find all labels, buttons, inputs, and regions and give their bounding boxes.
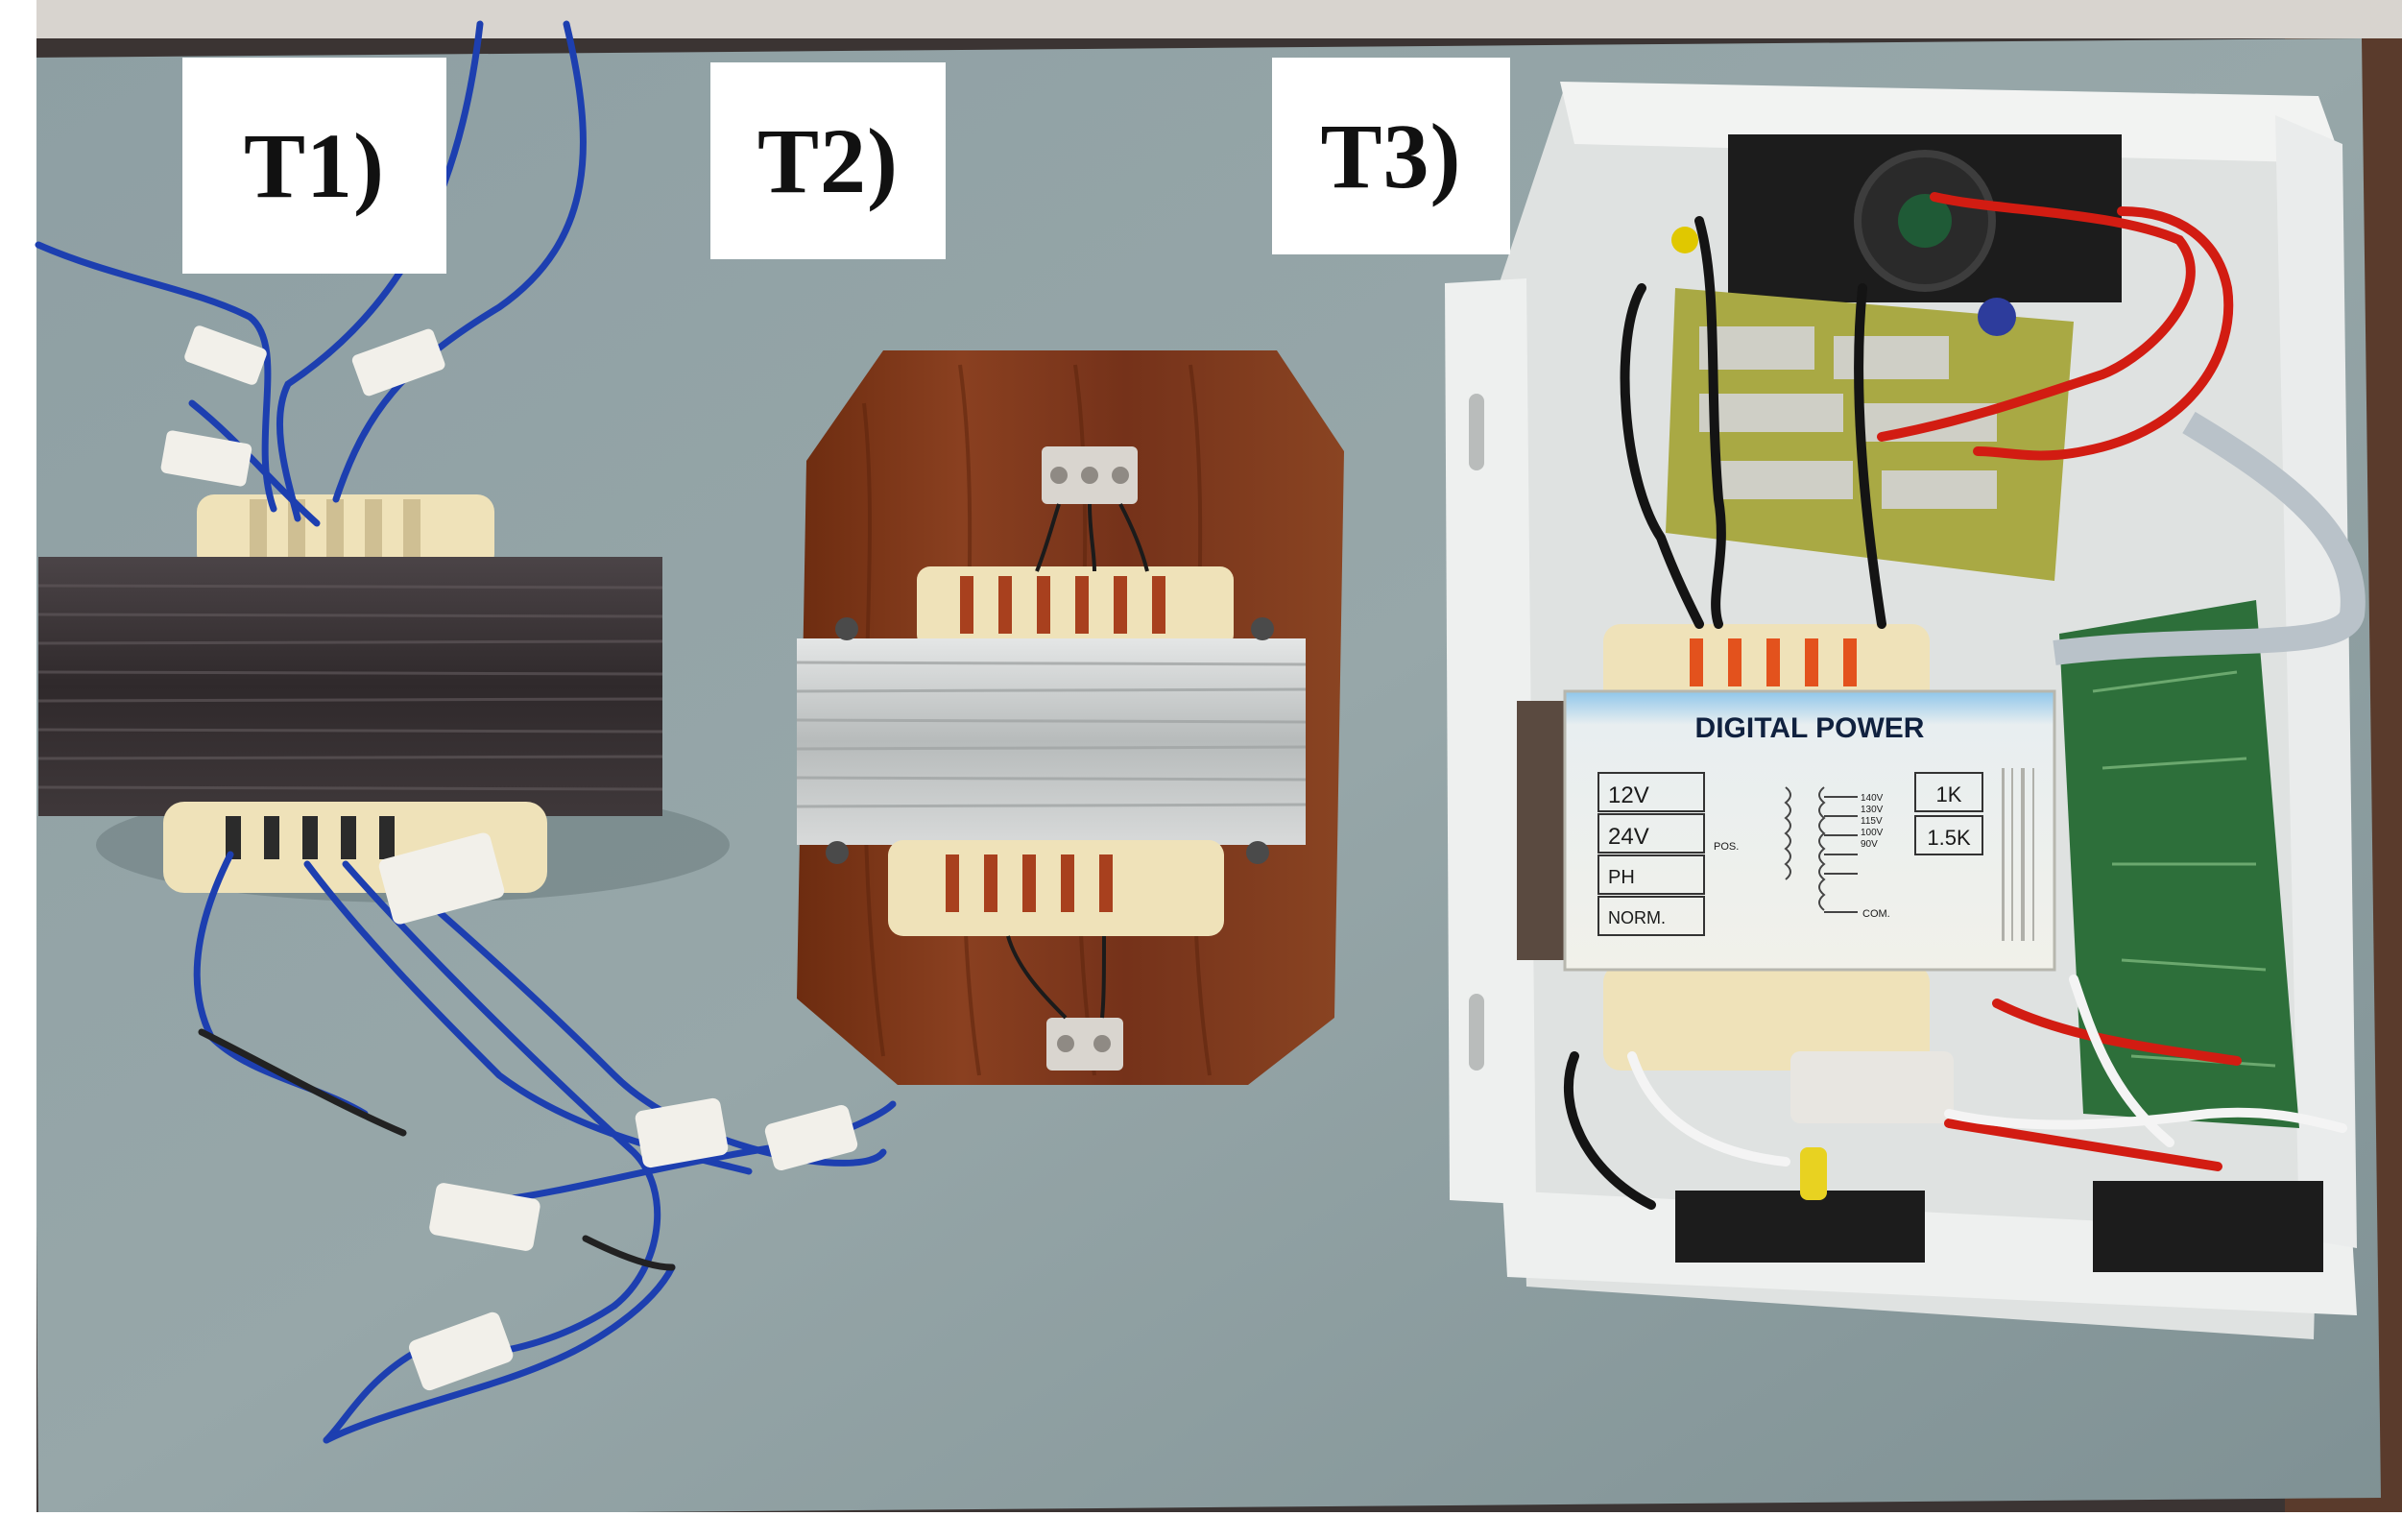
nameplate-tap-140: 140V [1861, 793, 1884, 804]
nameplate-pos: POS. [1714, 841, 1739, 853]
label-t3: T3) [1272, 58, 1510, 254]
label-t2: T2) [710, 62, 946, 259]
nameplate-tap-100: 100V [1861, 828, 1884, 838]
nameplate-row-norm: NORM. [1608, 908, 1666, 927]
nameplate-row-ph: PH [1608, 867, 1635, 888]
transformer-t3: DIGITAL POWER 12V 24V PH NORM. [1445, 82, 2366, 1339]
label-t1: T1) [182, 58, 446, 274]
nameplate-rating-1k: 1K [1936, 782, 1962, 806]
nameplate-tap-115: 115V [1861, 816, 1883, 827]
nameplate-row-12v: 12V [1608, 782, 1649, 808]
transformer-t1 [35, 20, 897, 1444]
nameplate-tap-90: 90V [1861, 839, 1878, 850]
nameplate-com: COM. [1862, 908, 1890, 920]
nameplate-row-24v: 24V [1608, 824, 1649, 850]
nameplate-rating-1-5k: 1.5K [1927, 826, 1971, 850]
transformer-t2 [796, 350, 1344, 1085]
nameplate-tap-130: 130V [1861, 805, 1884, 815]
nameplate-brand: DIGITAL POWER [1695, 712, 1925, 744]
